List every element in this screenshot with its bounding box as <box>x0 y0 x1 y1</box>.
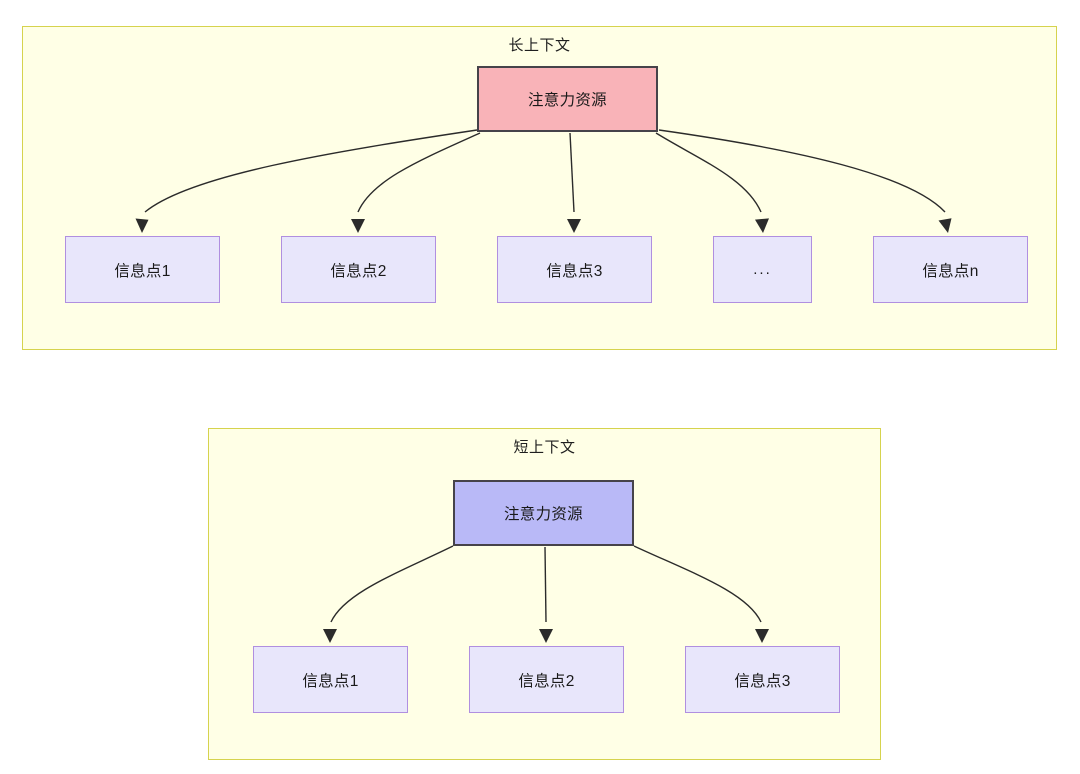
node-label: 信息点n <box>922 262 979 280</box>
node-label: 注意力资源 <box>503 506 583 523</box>
node-attention-resource-long[interactable]: 注意力资源 <box>477 66 658 132</box>
node-label: 注意力资源 <box>527 92 607 109</box>
node-info-point-1-long[interactable]: 信息点1 <box>65 236 220 303</box>
node-label: 信息点2 <box>330 262 387 280</box>
node-label: 信息点1 <box>114 262 171 280</box>
panel-title-long-context: 长上下文 <box>508 37 571 54</box>
node-attention-resource-short[interactable]: 注意力资源 <box>453 480 634 546</box>
node-info-point-3-short[interactable]: 信息点3 <box>685 646 840 713</box>
panel-title-short-context: 短上下文 <box>513 439 576 456</box>
node-label: 信息点1 <box>302 672 359 690</box>
node-info-point-ellipsis-long[interactable]: ... <box>713 236 812 303</box>
node-label: 信息点2 <box>518 672 575 690</box>
node-info-point-2-short[interactable]: 信息点2 <box>469 646 624 713</box>
node-info-point-n-long[interactable]: 信息点n <box>873 236 1028 303</box>
node-info-point-2-long[interactable]: 信息点2 <box>281 236 436 303</box>
node-info-point-1-short[interactable]: 信息点1 <box>253 646 408 713</box>
node-label: 信息点3 <box>734 672 791 690</box>
node-info-point-3-long[interactable]: 信息点3 <box>497 236 652 303</box>
node-label: 信息点3 <box>546 262 603 280</box>
node-label: ... <box>753 261 772 278</box>
